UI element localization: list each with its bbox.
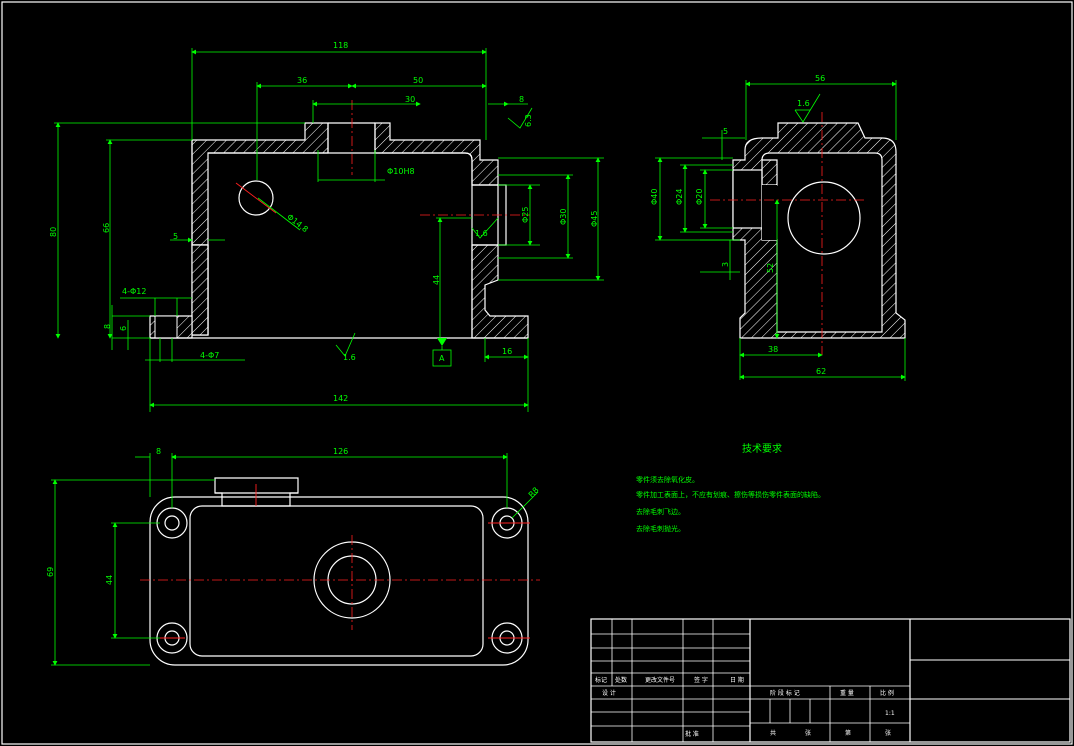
- title-block: 标记 处数 更改文件号 签 字 日 期 设 计 阶 段 标 记 重 量 比 例 …: [590, 618, 1071, 743]
- dim-44: 44: [432, 275, 441, 285]
- tb-scale-label: 比 例: [880, 689, 894, 697]
- dim-142: 142: [333, 394, 348, 403]
- side-view: 56 1.6 5 Φ40 Φ24 Φ20 3 52 38 62: [650, 74, 906, 381]
- tb-rev-date: 日 期: [730, 676, 744, 684]
- technical-notes: 技术要求 零件须去除氧化皮。 零件加工表面上，不应有划痕、擦伤等损伤零件表面的缺…: [636, 442, 825, 533]
- dim-d30: Φ30: [559, 209, 568, 225]
- dim-d45: Φ45: [590, 211, 599, 227]
- note-3: 去除毛刺飞边。: [636, 507, 685, 516]
- dim-d25: Φ25: [521, 207, 530, 223]
- dim-69: 69: [46, 567, 55, 577]
- dim-126: 126: [333, 447, 348, 456]
- tb-rev-sign: 签 字: [694, 676, 708, 684]
- dim-52: 52: [766, 263, 775, 273]
- dim-3: 3: [721, 262, 730, 267]
- tb-total: 共: [770, 729, 776, 737]
- tb-rev-mark: 标记: [595, 676, 607, 684]
- note-2: 零件加工表面上，不应有划痕、擦伤等损伤零件表面的缺陷。: [636, 490, 825, 499]
- tb-sheets1: 张: [805, 729, 811, 737]
- dim-d40: Φ40: [650, 189, 659, 205]
- top-view: 8 126 69 44 R8: [46, 447, 541, 666]
- note-4: 去除毛刺抛光。: [636, 524, 685, 533]
- dim-foot-6: 6: [119, 326, 128, 331]
- dim-56: 56: [815, 74, 825, 83]
- tb-rev-doc: 更改文件号: [645, 676, 675, 684]
- dim-boss-hole: Φ10H8: [387, 167, 415, 176]
- roughness-base: 1.6: [343, 353, 356, 362]
- tb-scale: 1:1: [885, 710, 895, 717]
- dim-38: 38: [768, 345, 778, 354]
- dim-80: 80: [49, 227, 58, 237]
- tb-approve: 批 准: [685, 730, 699, 738]
- dim-top-8: 8: [156, 447, 161, 456]
- dim-118: 118: [333, 41, 348, 50]
- dim-holes-top: 4-Φ12: [122, 287, 146, 296]
- tb-design: 设 计: [602, 689, 616, 697]
- dim-d24: Φ24: [675, 189, 684, 205]
- dim-44-top: 44: [105, 575, 114, 585]
- dim-62: 62: [816, 367, 826, 376]
- dim-r8: R8: [527, 485, 541, 499]
- dim-8: 8: [519, 95, 524, 104]
- datum-a: A: [439, 354, 445, 363]
- dim-36: 36: [297, 76, 307, 85]
- dim-d20: Φ20: [695, 189, 704, 205]
- roughness-side-top: 1.6: [797, 99, 810, 108]
- dim-side-5: 5: [723, 127, 728, 136]
- tb-stage: 阶 段 标 记: [770, 689, 800, 697]
- tb-weight: 重 量: [840, 689, 854, 697]
- roughness-16-inner: 1.6: [475, 229, 488, 238]
- dim-30: 30: [405, 95, 415, 104]
- tb-no: 第: [845, 729, 851, 737]
- dim-holes-bottom: 4-Φ7: [200, 351, 219, 360]
- dim-50: 50: [413, 76, 423, 85]
- note-1: 零件须去除氧化皮。: [636, 475, 699, 484]
- tb-sheets2: 张: [885, 729, 891, 737]
- tb-rev-count: 处数: [615, 676, 627, 684]
- dim-66: 66: [102, 223, 111, 233]
- dim-hole-d148: Φ14.8: [285, 212, 310, 234]
- front-view: 118 36 50 30 8 6.3 80 66 5 Φ14.8 Φ10H8 Φ…: [49, 41, 604, 412]
- notes-heading: 技术要求: [742, 442, 782, 455]
- dim-5: 5: [173, 232, 178, 241]
- dim-foot-8: 8: [103, 324, 112, 329]
- dim-16: 16: [502, 347, 512, 356]
- roughness-63: 6.3: [524, 114, 533, 127]
